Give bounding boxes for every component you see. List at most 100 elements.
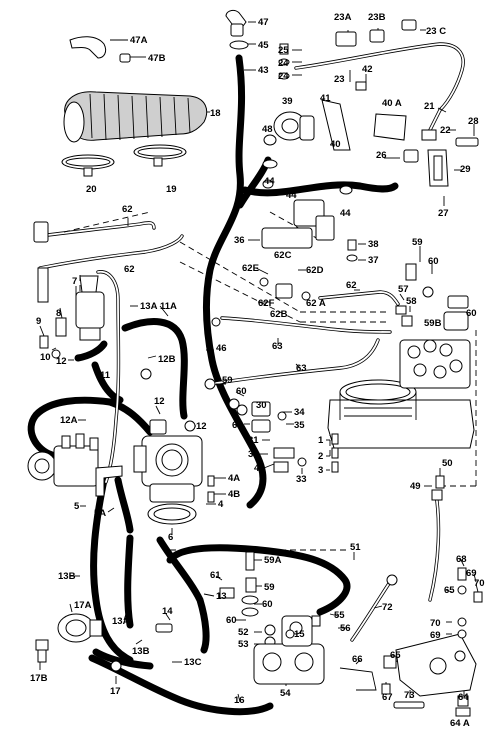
label-part-6: 6 <box>168 532 173 543</box>
label-part-35: 35 <box>294 420 305 431</box>
label-part-62aa: 62 A <box>306 298 326 309</box>
label-part-13c: 13C <box>184 657 202 668</box>
label-part-44a: 44 <box>264 176 275 187</box>
label-part-42: 42 <box>362 64 373 75</box>
label-part-60e: 60 <box>262 599 273 610</box>
label-part-34: 34 <box>294 407 305 418</box>
label-part-23c: 23 C <box>426 26 446 37</box>
label-part-46: 46 <box>216 343 227 354</box>
label-part-40a: 40 A <box>382 98 402 109</box>
label-part-29: 29 <box>460 164 471 175</box>
label-part-38: 38 <box>368 239 379 250</box>
label-part-43: 43 <box>258 65 269 76</box>
label-part-12d: 12 <box>196 421 207 432</box>
label-part-69b: 69 <box>430 630 441 641</box>
label-part-47a: 47A <box>130 35 148 46</box>
label-part-55: 55 <box>334 610 345 621</box>
label-part-73: 73 <box>404 690 415 701</box>
label-part-62b: 62 <box>124 264 135 275</box>
label-part-13a: 13A <box>140 301 158 312</box>
label-part-44d: 44 <box>254 463 265 474</box>
label-part-19: 19 <box>166 184 177 195</box>
label-part-66: 66 <box>352 654 363 665</box>
label-part-62bb: 62B <box>270 309 288 320</box>
label-part-23: 23 <box>334 74 345 85</box>
label-part-12b: 12B <box>158 354 176 365</box>
label-part-11a: 11A <box>160 301 177 312</box>
label-part-23b: 23B <box>368 12 386 23</box>
label-part-65a: 65 <box>444 585 455 596</box>
label-part-11: 11 <box>100 370 111 381</box>
label-part-27: 27 <box>438 208 449 219</box>
label-part-4a: 4A <box>228 473 240 484</box>
label-part-16: 16 <box>234 695 245 706</box>
label-part-31: 31 <box>248 435 259 446</box>
label-part-72: 72 <box>382 602 393 613</box>
label-part-57: 57 <box>398 284 409 295</box>
label-part-41: 41 <box>320 93 331 104</box>
label-part-69a: 69 <box>466 568 477 579</box>
label-part-13b: 13B <box>58 571 76 582</box>
label-part-70b: 70 <box>430 618 441 629</box>
label-part-13bb: 13B <box>132 646 150 657</box>
label-part-50: 50 <box>442 458 453 469</box>
label-part-40: 40 <box>330 139 341 150</box>
label-part-14: 14 <box>162 606 173 617</box>
label-part-63a: 63 <box>272 341 283 352</box>
label-part-17: 17 <box>110 686 121 697</box>
label-part-62a: 62 <box>122 204 133 215</box>
label-part-37: 37 <box>368 255 379 266</box>
label-part-49: 49 <box>410 481 421 492</box>
label-part-51: 51 <box>350 542 361 553</box>
label-part-18: 18 <box>210 108 221 119</box>
label-part-64a: 64 A <box>450 718 470 729</box>
label-part-53: 53 <box>238 639 249 650</box>
label-part-4b: 4B <box>228 489 240 500</box>
label-part-60b: 60 <box>466 308 477 319</box>
label-part-15: 15 <box>294 629 305 640</box>
label-part-21: 21 <box>424 101 435 112</box>
label-part-13aa: 13A <box>112 616 130 627</box>
label-part-62f: 62F <box>258 298 275 309</box>
label-part-68: 68 <box>456 554 467 565</box>
label-part-44b: 44 <box>286 190 297 201</box>
label-part-60d: 60 <box>232 420 243 431</box>
label-part-36: 36 <box>234 235 245 246</box>
label-part-32: 32 <box>248 449 259 460</box>
label-part-39: 39 <box>282 96 293 107</box>
label-part-54: 54 <box>280 688 291 699</box>
label-part-48: 48 <box>262 124 273 135</box>
label-part-59d: 59 <box>264 582 275 593</box>
label-part-12c: 12 <box>154 396 165 407</box>
label-part-7: 7 <box>72 276 77 287</box>
label-part-59a: 59 <box>412 237 423 248</box>
label-part-60f: 60 <box>226 615 237 626</box>
label-part-62c: 62C <box>274 250 292 261</box>
label-part-62e: 62E <box>242 263 259 274</box>
label-part-12aa: 12A <box>60 415 78 426</box>
label-part-59c: 59 <box>222 375 233 386</box>
label-part-13: 13 <box>216 591 227 602</box>
label-part-62c2: 62 <box>346 280 357 291</box>
label-part-52: 52 <box>238 627 249 638</box>
label-part-28: 28 <box>468 116 479 127</box>
label-part-56: 56 <box>340 623 351 634</box>
label-part-59b: 59B <box>424 318 442 329</box>
label-part-22: 22 <box>440 125 451 136</box>
label-part-30: 30 <box>256 400 267 411</box>
label-part-62d: 62D <box>306 265 324 276</box>
label-part-1: 1 <box>318 435 324 446</box>
label-part-61: 61 <box>210 570 221 581</box>
label-part-12a: 12 <box>56 356 67 367</box>
label-part-25: 25 <box>278 45 289 56</box>
label-part-60a: 60 <box>428 256 439 267</box>
hose-drawings <box>27 54 399 716</box>
label-part-65b: 65 <box>390 650 401 661</box>
label-part-67: 67 <box>382 692 393 703</box>
label-part-5: 5 <box>74 501 80 512</box>
label-part-17b: 17B <box>30 673 48 684</box>
label-part-20: 20 <box>86 184 97 195</box>
label-part-47: 47 <box>258 17 269 28</box>
part-number-labels: 47 45 43 23A 23B 23 C 25 24 24 23 42 47A… <box>30 12 485 729</box>
